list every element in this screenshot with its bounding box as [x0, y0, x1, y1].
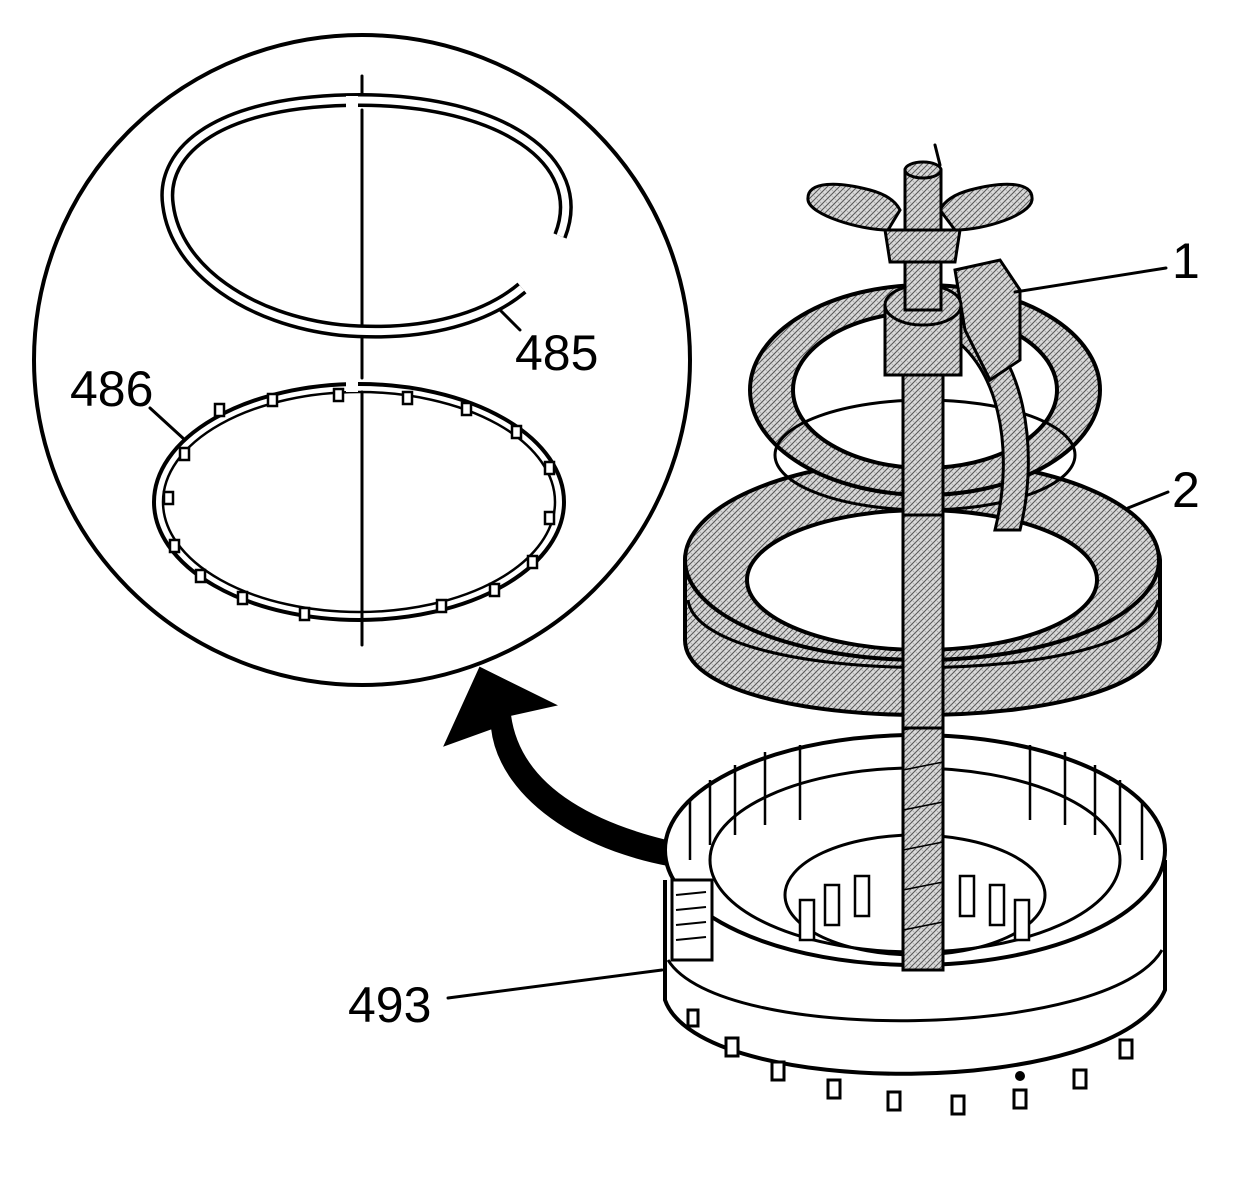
callout-486: 486: [70, 361, 153, 417]
leader-1: [1013, 266, 1168, 294]
retainer-tabs: [162, 387, 556, 622]
leader-486: [148, 406, 187, 442]
tool-2-plate: [683, 458, 1170, 730]
hub-splines: [798, 874, 1031, 942]
wing-nut: [806, 143, 1034, 312]
housing-notches: [686, 1008, 1134, 1116]
leader-2: [1126, 490, 1170, 510]
detail-circle: [32, 33, 692, 687]
callout-485: 485: [515, 325, 598, 381]
housing-splines: [688, 745, 1144, 860]
callout-493: 493: [348, 977, 431, 1033]
snap-ring-485: [160, 92, 573, 339]
callout-2: 2: [1172, 462, 1200, 518]
leader-493: [446, 968, 664, 1000]
leader-485: [498, 308, 522, 332]
retainer-ring-486: [152, 380, 566, 622]
callout-1: 1: [1172, 233, 1200, 289]
direction-arrow: [443, 666, 707, 872]
